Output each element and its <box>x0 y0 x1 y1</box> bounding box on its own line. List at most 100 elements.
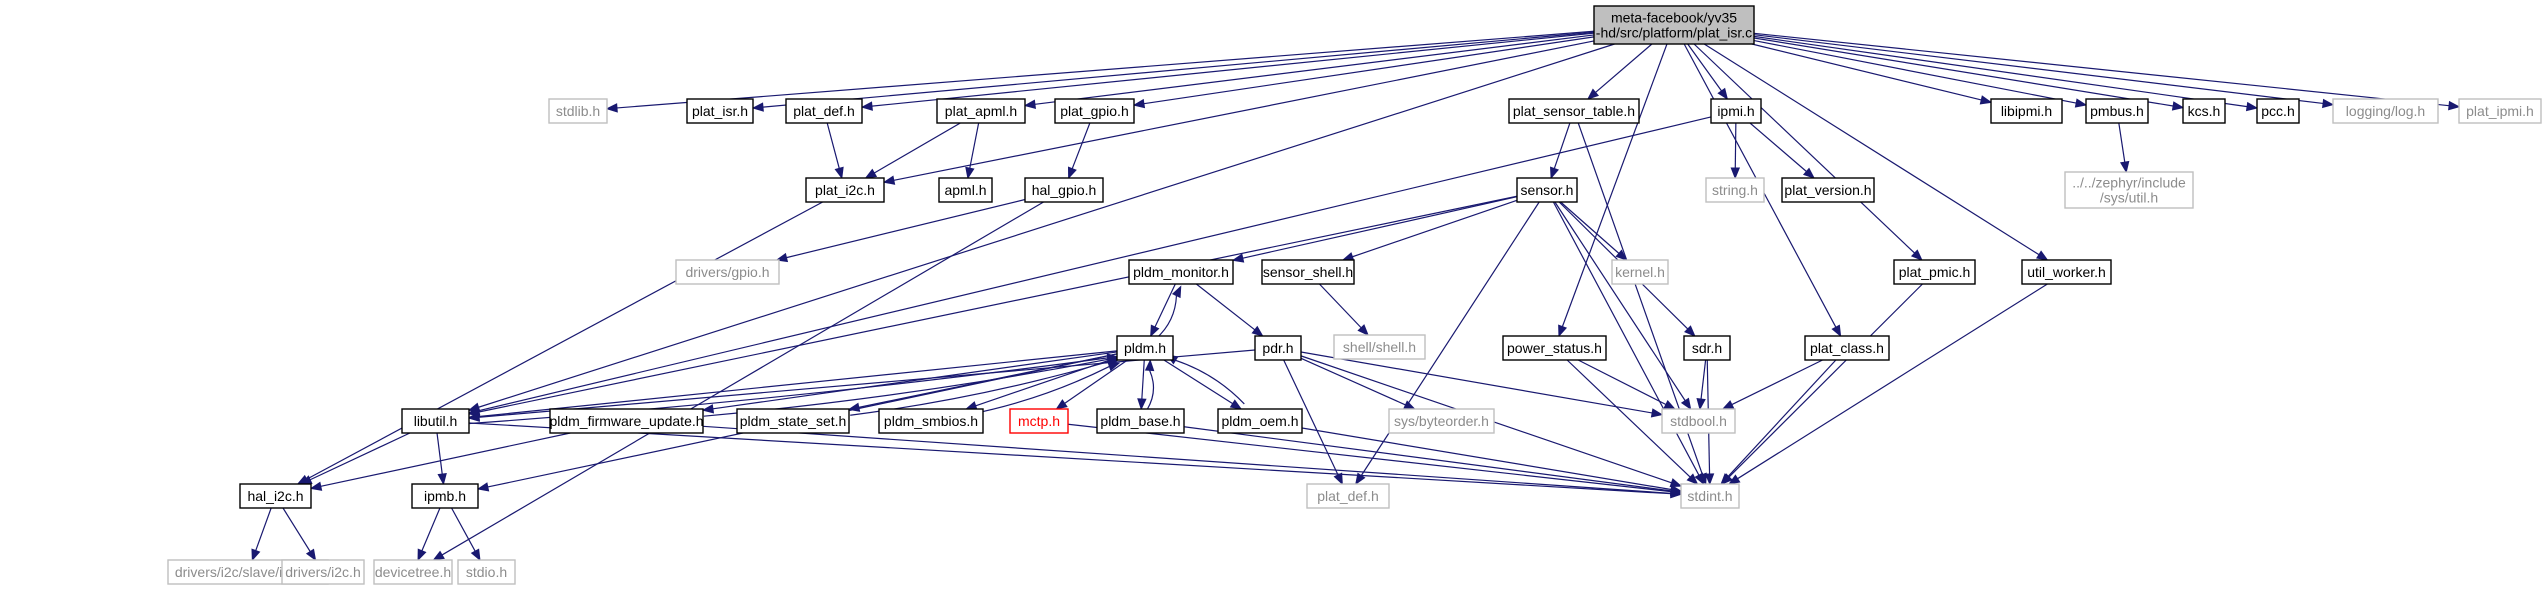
node-label: ../../zephyr/include <box>2072 175 2186 191</box>
dependency-arrowhead <box>1979 95 1993 105</box>
node-devicetree-h: devicetree.h <box>373 559 453 585</box>
dependency-arrowhead <box>1680 397 1692 411</box>
node-libipmi-h[interactable]: libipmi.h <box>1990 98 2063 124</box>
node-plat-i2c-h[interactable]: plat_i2c.h <box>805 177 885 203</box>
dependency-arrowhead <box>1357 324 1369 336</box>
node-box <box>2256 98 2300 124</box>
node-sensor-h[interactable]: sensor.h <box>1516 177 1578 203</box>
node-label: pldm_oem.h <box>1221 413 1298 429</box>
node-label: ipmi.h <box>1717 103 1754 119</box>
dependency-edge <box>282 507 311 552</box>
node-plat-def-h-top[interactable]: plat_def.h <box>785 98 863 124</box>
node-zephyr-util-h: ../../zephyr/include/sys/util.h <box>2064 171 2194 209</box>
node-label: mctp.h <box>1018 413 1060 429</box>
dependency-edge <box>1146 370 1155 410</box>
node-stdint-h: stdint.h <box>1680 483 1740 509</box>
dependency-edge <box>1566 359 1691 478</box>
node-box <box>1009 408 1069 434</box>
node-label: sensor_shell.h <box>1263 264 1353 280</box>
node-libutil-h[interactable]: libutil.h <box>401 408 470 434</box>
dependency-arrowhead <box>470 548 481 562</box>
node-ipmb-h[interactable]: ipmb.h <box>411 483 479 509</box>
node-layer: meta-facebook/yv35-hd/src/platform/plat_… <box>167 5 2542 585</box>
node-hal-gpio-h[interactable]: hal_gpio.h <box>1024 177 1104 203</box>
dependency-edge <box>1143 36 1595 105</box>
dependency-edge <box>1071 122 1091 169</box>
dependency-edge <box>1731 359 1823 406</box>
node-plat-class-h[interactable]: plat_class.h <box>1804 335 1890 361</box>
dependency-arrowhead <box>1229 399 1243 410</box>
dependency-arrowhead <box>882 175 896 185</box>
node-label: logging/log.h <box>2346 103 2425 119</box>
dependency-edge <box>478 43 1615 408</box>
dependency-arrowhead <box>1669 484 1683 495</box>
node-pldm-base-h[interactable]: pldm_base.h <box>1096 408 1185 434</box>
dependency-edge <box>1753 32 2450 107</box>
node-power-status-h[interactable]: power_status.h <box>1502 335 1607 361</box>
dependency-edge <box>786 198 1026 259</box>
node-plat-isr-h[interactable]: plat_isr.h <box>686 98 754 124</box>
node-sdr-h[interactable]: sdr.h <box>1683 335 1731 361</box>
node-box <box>1661 408 1736 434</box>
node-box <box>938 177 993 203</box>
node-pldm-smbios-h[interactable]: pldm_smbios.h <box>878 408 984 434</box>
dependency-arrowhead <box>701 404 715 414</box>
dependency-arrowhead <box>1727 474 1741 485</box>
node-ipmi-h[interactable]: ipmi.h <box>1710 98 1762 124</box>
node-label: pldm_state_set.h <box>740 413 847 429</box>
node-sensor-shell-h[interactable]: sensor_shell.h <box>1261 259 1355 285</box>
node-box <box>1710 98 1762 124</box>
dependency-arrowhead <box>1586 88 1600 100</box>
node-box <box>936 98 1026 124</box>
node-box <box>1306 483 1390 509</box>
dependency-arrowhead <box>965 166 975 180</box>
node-mctp-h[interactable]: mctp.h <box>1009 408 1069 434</box>
node-box <box>1516 177 1578 203</box>
node-box <box>2182 98 2226 124</box>
node-pmbus-h[interactable]: pmbus.h <box>2085 98 2149 124</box>
node-label: plat_version.h <box>1784 182 1871 198</box>
node-pdr-h[interactable]: pdr.h <box>1254 335 1302 361</box>
dependency-arrowhead <box>467 412 480 422</box>
node-pcc-h[interactable]: pcc.h <box>2256 98 2300 124</box>
node-pldm-firmware-update-h[interactable]: pldm_firmware_update.h <box>549 408 704 434</box>
node-pldm-h[interactable]: pldm.h <box>1116 335 1174 361</box>
dependency-edge <box>309 432 411 481</box>
node-label: plat_gpio.h <box>1060 103 1129 119</box>
dependency-arrowhead <box>751 102 764 112</box>
node-pldm-monitor-h[interactable]: pldm_monitor.h <box>1128 259 1234 285</box>
node-box <box>2064 171 2194 209</box>
node-box <box>1804 335 1890 361</box>
node-hal-i2c-h[interactable]: hal_i2c.h <box>239 483 312 509</box>
dependency-arrowhead <box>1650 408 1664 418</box>
dependency-edge <box>1753 34 2324 105</box>
node-plat-sensor-table-h[interactable]: plat_sensor_table.h <box>1508 98 1640 124</box>
node-label: pldm.h <box>1124 340 1166 356</box>
dependency-arrowhead <box>2171 101 2185 111</box>
node-plat-apml-h[interactable]: plat_apml.h <box>936 98 1026 124</box>
dependency-edge <box>1352 199 1518 258</box>
node-plat-isr-c[interactable]: meta-facebook/yv35-hd/src/platform/plat_… <box>1593 5 1755 45</box>
node-pldm-oem-h[interactable]: pldm_oem.h <box>1217 408 1303 434</box>
node-box <box>1254 335 1302 361</box>
dependency-arrowhead <box>2322 98 2335 109</box>
node-box <box>878 408 984 434</box>
dependency-edge <box>478 116 1712 412</box>
node-kcs-h[interactable]: kcs.h <box>2182 98 2226 124</box>
node-apml-h[interactable]: apml.h <box>938 177 993 203</box>
dependency-arrowhead <box>1055 399 1068 410</box>
node-box <box>281 559 365 585</box>
dependency-arrowhead <box>1684 325 1696 337</box>
node-plat-version-h[interactable]: plat_version.h <box>1781 177 1875 203</box>
dependency-edge <box>1737 283 2048 480</box>
node-pldm-state-set-h[interactable]: pldm_state_set.h <box>736 408 850 434</box>
node-box <box>1388 408 1495 434</box>
node-label: stdio.h <box>466 564 507 580</box>
dependency-arrowhead <box>1144 359 1155 372</box>
node-util-worker-h[interactable]: util_worker.h <box>2021 259 2112 285</box>
node-plat-pmic-h[interactable]: plat_pmic.h <box>1893 259 1976 285</box>
dependency-edge <box>893 40 1595 181</box>
node-plat-gpio-h[interactable]: plat_gpio.h <box>1054 98 1135 124</box>
node-label: stdlib.h <box>556 103 600 119</box>
node-drivers-gpio-h: drivers/gpio.h <box>675 259 780 285</box>
